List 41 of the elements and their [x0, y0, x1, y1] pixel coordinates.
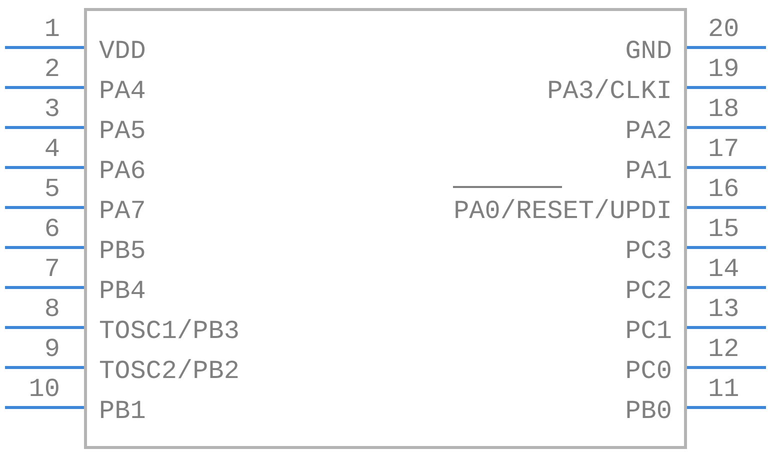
pin-name: PC3	[625, 237, 672, 265]
pin-name: PB0	[625, 397, 672, 425]
pin-name: VDD	[99, 37, 146, 65]
pin-name: PA4	[99, 77, 146, 105]
pin-name: PC2	[625, 277, 672, 305]
pin-number: 16	[708, 175, 740, 203]
pin-name: PA2	[625, 117, 672, 145]
pin-number: 18	[708, 95, 740, 123]
pin-name: PA1	[625, 157, 672, 185]
pin-name: PA6	[99, 157, 146, 185]
pin-name: PA7	[99, 197, 146, 225]
pin-number: 6	[44, 215, 60, 243]
pin-number: 20	[708, 15, 740, 43]
pin-name: PA3/CLKI	[547, 77, 672, 105]
pin-number: 2	[44, 55, 60, 83]
pin-number: 11	[708, 375, 740, 403]
pin-number: 17	[708, 135, 740, 163]
pin-number: 9	[44, 335, 60, 363]
pin-name: PB4	[99, 277, 146, 305]
pin-name: PC0	[625, 357, 672, 385]
pin-name: PC1	[625, 317, 672, 345]
pin-name: TOSC2/PB2	[99, 357, 240, 385]
pin-name: TOSC1/PB3	[99, 317, 240, 345]
pin-number: 7	[44, 255, 60, 283]
pin-name: PA0/RESET/UPDI	[454, 197, 672, 225]
pin-number: 15	[708, 215, 740, 243]
pin-number: 10	[28, 375, 60, 403]
pin-name: GND	[625, 37, 672, 65]
pin-number: 8	[44, 295, 60, 323]
pin-number: 1	[44, 15, 60, 43]
pin-number: 4	[44, 135, 60, 163]
pin-name: PA5	[99, 117, 146, 145]
pin-number: 19	[708, 55, 740, 83]
pin-name: PB1	[99, 397, 146, 425]
pin-number: 3	[44, 95, 60, 123]
chip-body	[84, 8, 687, 449]
pin-name: PB5	[99, 237, 146, 265]
pin-number: 5	[44, 175, 60, 203]
pin-number: 13	[708, 295, 740, 323]
pin-number: 12	[708, 335, 740, 363]
pin-number: 14	[708, 255, 740, 283]
